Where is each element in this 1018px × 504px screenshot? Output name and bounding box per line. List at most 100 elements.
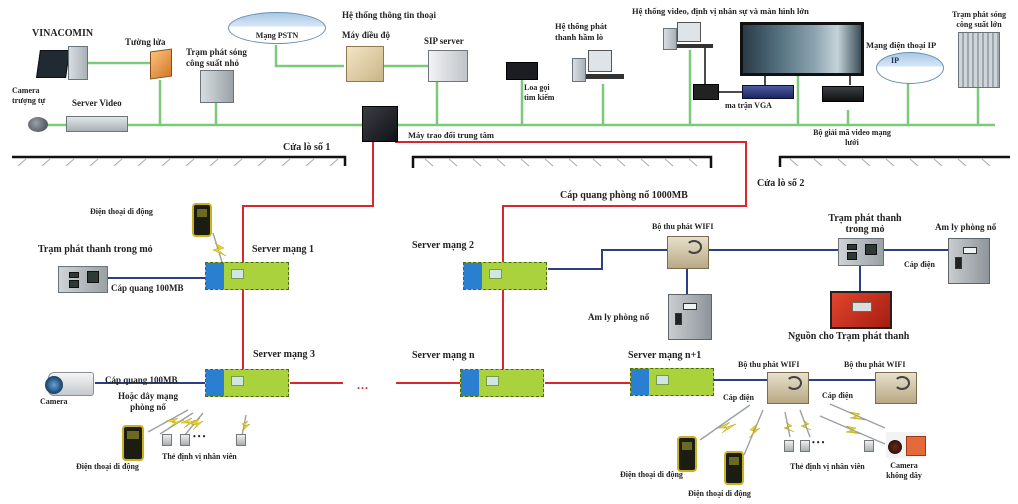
cable-server2-wifi — [548, 249, 668, 270]
label-fiber-100-2: Cáp quang 100MB — [105, 375, 178, 385]
dispatcher-machine[interactable] — [346, 46, 384, 82]
label-broadcast-station-2: Trạm phát thanh trong mỏ — [828, 213, 902, 235]
staff-tag-icon[interactable] — [800, 440, 810, 452]
sip-server[interactable] — [428, 50, 468, 82]
mobile-phone-icon[interactable] — [192, 203, 212, 237]
label-server-n1: Server mạng n+1 — [628, 350, 702, 361]
label-power-cable-3: Cáp điện — [822, 391, 853, 400]
label-core-switch: Máy trao đổi trung tâm — [408, 130, 494, 140]
portal-mid-hatch — [424, 158, 698, 167]
camera-lens-icon — [888, 440, 902, 454]
network-server-n1[interactable] — [630, 368, 714, 396]
monitor-icon — [677, 22, 701, 42]
ip-network-cloud[interactable]: IP — [876, 52, 944, 84]
mobile-phone-icon[interactable] — [677, 436, 697, 472]
broadcast-station-2[interactable] — [838, 238, 884, 266]
vga-splitter[interactable] — [693, 84, 719, 100]
label-server-n: Server mạng n — [412, 350, 475, 361]
label-staff-tag-1: Thẻ định vị nhân viên — [162, 452, 237, 461]
label-wifi-1: Bộ thu phát WIFI — [652, 222, 714, 231]
label-mobile-phone-3: Điện thoại di động — [620, 470, 683, 479]
tag-dots: • • • — [812, 438, 825, 447]
wifi-transceiver[interactable] — [767, 372, 809, 404]
label-amp-1: Am ly phòng nổ — [588, 312, 650, 322]
vinacomin-computer[interactable] — [36, 44, 88, 80]
label-vga-matrix: ma trận VGA — [725, 101, 772, 110]
tower-icon — [663, 28, 677, 50]
video-wall-display[interactable] — [740, 22, 864, 76]
label-fiber-100-1: Cáp quang 100MB — [111, 283, 184, 293]
label-vinacomin: VINACOMIN — [32, 28, 94, 39]
staff-tag-icon[interactable] — [180, 434, 190, 446]
label-power-cable-1: Cáp điện — [904, 260, 935, 269]
label-video-decoder: Bộ giải mã video mạng lưới — [813, 128, 891, 147]
label-broadcast-system: Hệ thống phát thanh hầm lò — [555, 21, 607, 42]
network-server-3[interactable] — [205, 369, 289, 397]
label-wifi-2: Bộ thu phát WIFI — [738, 360, 800, 369]
label-power-cable-2: Cáp điện — [723, 393, 754, 402]
label-server-3: Server mạng 3 — [253, 349, 316, 360]
staff-tag-icon[interactable] — [236, 434, 246, 446]
pstn-network-cloud[interactable]: Mạng PSTN — [228, 12, 326, 44]
large-radio-station[interactable] — [958, 32, 1000, 88]
label-broadcast-psu: Nguồn cho Trạm phát thanh — [788, 331, 910, 342]
portal-2-ground — [778, 155, 1010, 167]
link-pstn — [274, 45, 344, 68]
paging-microphone-icon[interactable] — [506, 62, 538, 80]
bullet-camera-icon[interactable] — [45, 372, 94, 396]
mobile-phone-icon[interactable] — [122, 425, 144, 461]
dome-camera-icon[interactable] — [28, 117, 48, 132]
label-wireless-camera: Camera không dây — [886, 461, 922, 480]
portal-2-hatch — [789, 158, 991, 167]
keyboard-icon — [677, 44, 713, 48]
wifi-transceiver[interactable] — [667, 236, 709, 269]
lightning-icons — [165, 242, 867, 439]
server-video[interactable] — [66, 116, 128, 132]
mobile-phone-icon[interactable] — [724, 451, 744, 485]
label-broadcast-station-1: Trạm phát thanh trong mỏ — [38, 244, 153, 255]
staff-tag-icon[interactable] — [162, 434, 172, 446]
monitor-icon — [588, 50, 612, 72]
network-server-n[interactable] — [460, 369, 544, 397]
portal-mid-ground — [411, 155, 713, 168]
label-small-radio-station: Trạm phát sóng công suất nhỏ — [186, 47, 247, 68]
label-pt-camera: Camera trượng tự — [12, 86, 46, 105]
broadcast-station-1[interactable] — [58, 266, 108, 293]
label-large-radio-station: Trạm phát sóng công suất lớn — [951, 10, 1007, 29]
label-ip: IP — [891, 56, 899, 65]
keyboard-icon — [586, 74, 624, 79]
label-server-video: Server Video — [72, 98, 122, 108]
portal-1-hatch — [17, 158, 339, 167]
video-computer[interactable] — [663, 22, 719, 52]
video-decoder[interactable] — [822, 86, 864, 102]
vga-matrix[interactable] — [742, 85, 794, 99]
network-server-1[interactable] — [205, 262, 289, 290]
staff-tag-icon[interactable] — [784, 440, 794, 452]
fiber-core-to-server1 — [242, 138, 374, 262]
explosion-proof-amplifier-1[interactable] — [668, 294, 712, 340]
wireless-camera[interactable] — [886, 432, 926, 458]
label-telephone-system: Hệ thống thông tin thoại — [342, 10, 437, 20]
broadcast-power-supply[interactable] — [830, 291, 892, 329]
label-portal-1: Cửa lò số 1 — [283, 142, 331, 153]
label-firewall: Tường lửa — [125, 37, 166, 47]
label-wifi-3: Bộ thu phát WIFI — [844, 360, 906, 369]
label-mobile-phone-2: Điện thoại di động — [76, 462, 139, 471]
label-server-2: Server mạng 2 — [412, 240, 475, 251]
label-mobile-phone-1: Điện thoại di động — [90, 207, 153, 216]
staff-tag-icon[interactable] — [864, 440, 874, 452]
label-server-1: Server mạng 1 — [252, 244, 315, 255]
core-switch[interactable] — [362, 106, 398, 142]
network-server-2[interactable] — [463, 262, 547, 290]
wifi-transceiver[interactable] — [875, 372, 917, 404]
label-fiber-1000: Cáp quang phòng nổ 1000MB — [560, 190, 688, 201]
explosion-proof-amplifier-2[interactable] — [948, 238, 990, 284]
label-video-system: Hệ thống video, định vị nhân sự và màn h… — [632, 6, 809, 16]
small-radio-station[interactable] — [200, 70, 234, 103]
broadcast-computer[interactable] — [572, 48, 630, 82]
label-portal-2: Cửa lò số 2 — [757, 178, 805, 189]
label-fiber-100-alt: Hoặc dây mạng phòng nổ — [117, 391, 178, 412]
firewall-icon[interactable] — [150, 48, 172, 80]
tower-icon — [572, 58, 586, 82]
